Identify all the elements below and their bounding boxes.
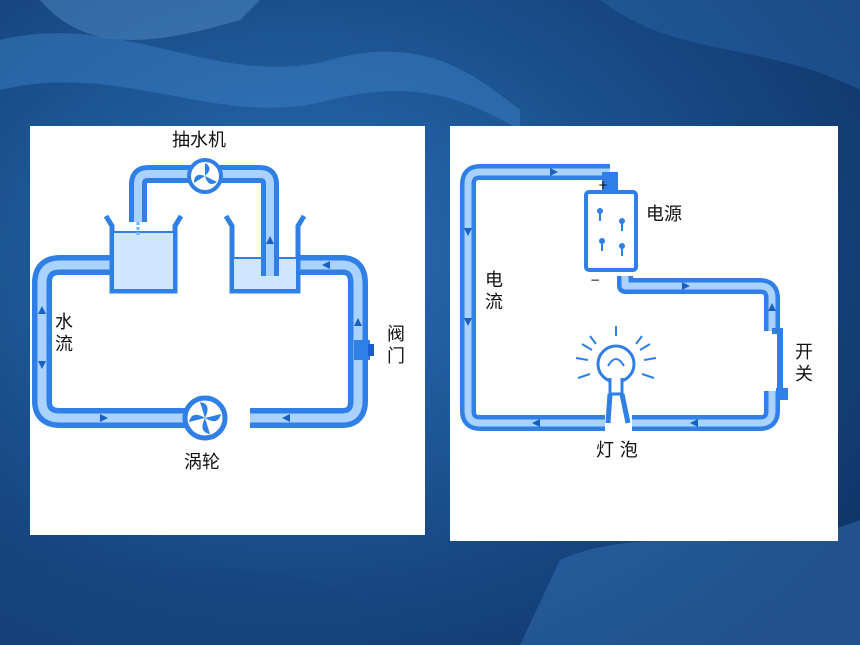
water-circuit-diagram [32, 158, 374, 441]
valve-icon [354, 340, 374, 360]
pump-icon [187, 158, 223, 194]
water-circuit-panel: 抽水机 水流 阀门 涡轮 [30, 126, 425, 535]
water-flow-arrows [38, 236, 362, 422]
light-bulb-label: 灯 泡 [596, 440, 638, 461]
current-label: 电流 [485, 270, 503, 313]
svg-text:−: − [590, 273, 600, 287]
light-bulb-icon [575, 326, 657, 424]
pump-label: 抽水机 [172, 130, 226, 151]
water-loop-pipe [32, 255, 368, 428]
turbine-label: 涡轮 [184, 452, 220, 473]
power-source-label: 电源 [646, 204, 682, 225]
valve-label: 阀门 [387, 324, 405, 367]
power-source-icon: + − [584, 172, 638, 287]
current-flow-arrows [464, 168, 776, 427]
switch-icon [772, 328, 788, 400]
electric-circuit-panel: + − [450, 126, 838, 541]
electric-circuit-diagram: + − [460, 164, 788, 431]
svg-text:+: + [598, 178, 608, 192]
turbine-icon [182, 395, 228, 441]
water-flow-label: 水流 [55, 312, 73, 355]
switch-label: 开关 [795, 342, 813, 385]
